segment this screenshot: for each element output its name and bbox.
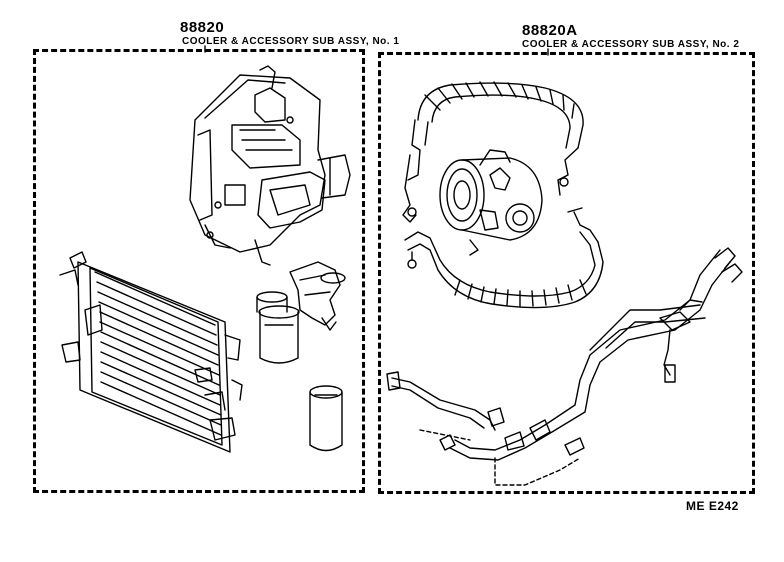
guide-lines [419, 429, 581, 486]
reference-code: ME E242 [686, 499, 739, 513]
condenser-illustration [59, 251, 243, 453]
cylinder-illustration [309, 385, 343, 452]
pipe-assembly-illustration [439, 247, 743, 461]
compressor-illustration [439, 149, 543, 256]
assembly-1-group-box [33, 49, 365, 493]
discharge-hose-illustration [402, 81, 584, 223]
suction-hose-illustration [404, 207, 604, 309]
liquid-line-illustration [386, 371, 505, 431]
cooling-unit-illustration [189, 65, 351, 266]
assembly-2-part-number: 88820A [522, 22, 578, 39]
assembly-1-description: COOLER & ACCESSORY SUB ASSY, No. 1 [182, 36, 400, 47]
assembly-1-part-number: 88820 [180, 19, 225, 36]
assembly-2-group-box [378, 52, 755, 494]
bracket-illustration [289, 261, 346, 331]
receiver-drier-illustration [256, 291, 300, 364]
assembly-2-description: COOLER & ACCESSORY SUB ASSY, No. 2 [522, 39, 740, 50]
